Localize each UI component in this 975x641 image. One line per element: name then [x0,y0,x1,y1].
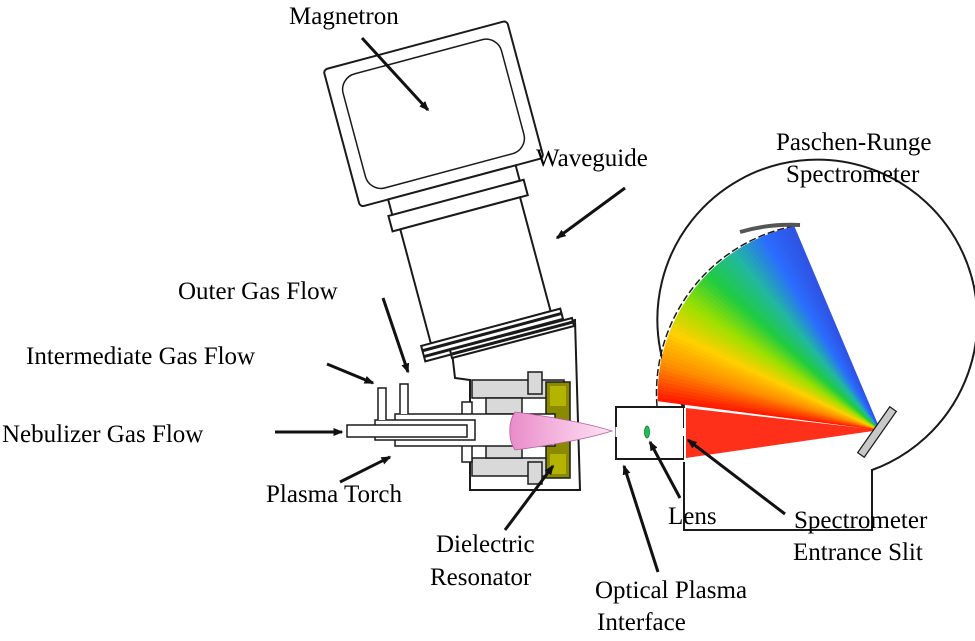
magnetron-assembly [323,20,566,363]
label-dielectric-line2: Resonator [430,564,532,591]
paschen-runge-spectrometer [655,158,975,531]
rowland-circle [655,224,801,407]
label-slit-line2: Entrance Slit [793,539,923,566]
spectrum-slice [789,226,881,431]
label-waveguide: Waveguide [536,145,648,172]
label-spectrometer-line1: Paschen-Runge [776,129,932,156]
magnetron-inner-panel [341,38,526,190]
label-outer-gas-flow: Outer Gas Flow [178,278,338,305]
label-slit-line1: Spectrometer [794,507,928,534]
optical-plasma-interface [615,406,685,460]
arrow-waveguide [555,186,626,240]
label-interface-line1: Optical Plasma [595,577,748,604]
diffraction-grating [856,405,898,459]
arrows [275,36,786,573]
label-dielectric-line1: Dielectric [436,531,535,558]
label-interface-line2: Interface [597,609,686,636]
arrow-outer-gas [381,297,410,374]
label-nebulizer-gas-flow: Nebulizer Gas Flow [2,421,204,448]
arrow-magnetron [360,36,430,112]
label-lens: Lens [668,503,717,530]
arrow-interface [622,464,660,573]
arrow-plasma-torch [339,455,392,484]
lens [644,425,650,439]
label-magnetron: Magnetron [289,3,399,30]
plasma-plume [509,411,614,451]
spectrum-fan [657,226,881,458]
label-spectrometer-line2: Spectrometer [786,161,920,188]
label-intermediate-gas-flow: Intermediate Gas Flow [26,343,256,370]
entrance-beam [686,408,880,458]
arrow-lens [648,440,682,499]
arrow-dielectric [503,464,555,531]
arrow-slit [686,438,786,516]
arrow-intermediate-gas [326,362,375,385]
label-plasma-torch: Plasma Torch [266,481,402,508]
